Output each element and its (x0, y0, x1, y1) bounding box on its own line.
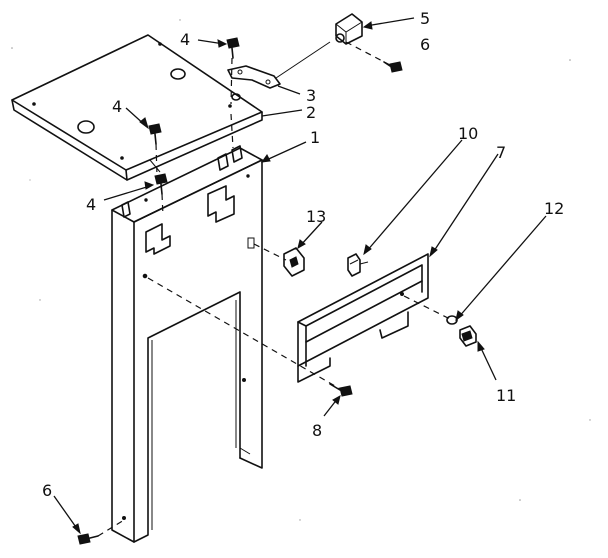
screw-4-mid (148, 123, 162, 145)
callout-5: 5 (420, 9, 430, 28)
callout-2: 2 (306, 103, 316, 122)
callout-7: 7 (496, 143, 506, 162)
callout-10: 10 (458, 124, 478, 143)
screw-4-top (226, 37, 240, 59)
scan-noise (11, 19, 591, 521)
callout-8: 8 (312, 421, 322, 440)
callout-4-mid: 4 (112, 97, 122, 116)
callout-1: 1 (310, 128, 320, 147)
screw-8 (329, 383, 353, 397)
callout-3: 3 (306, 86, 316, 105)
switch-part (283, 247, 305, 277)
callout-labels: 4 4 4 5 6 3 2 1 10 7 12 13 11 8 6 (42, 9, 564, 500)
screw-6-bottom (77, 533, 99, 545)
screw-4-low (154, 173, 168, 195)
washer-12 (446, 315, 458, 325)
callout-6-bottom: 6 (42, 481, 52, 500)
top-plate (11, 34, 263, 181)
callout-13: 13 (306, 207, 326, 226)
callout-12: 12 (544, 199, 564, 218)
leader-lines (53, 17, 547, 535)
callout-4-top: 4 (180, 30, 190, 49)
bracket-part (227, 41, 331, 89)
assembly-lines (97, 41, 453, 537)
callout-6-top: 6 (420, 35, 430, 54)
callout-4-low: 4 (86, 195, 96, 214)
knob-11 (459, 325, 477, 347)
control-panel (297, 253, 429, 383)
callout-11: 11 (496, 386, 516, 405)
leg-frame (111, 145, 263, 543)
caster-part (335, 13, 363, 45)
clip-part (347, 253, 369, 277)
